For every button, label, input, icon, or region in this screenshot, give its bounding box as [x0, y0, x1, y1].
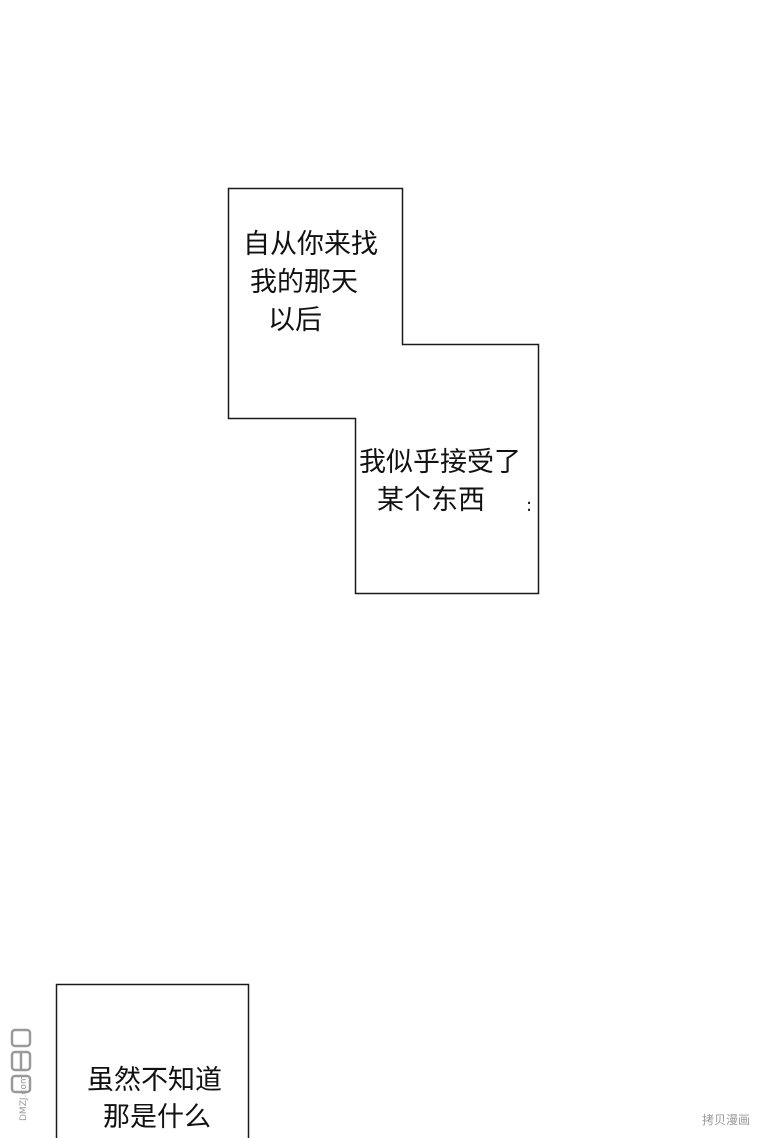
- caption-dots: :: [526, 495, 533, 516]
- caption-line-2: 我的那天: [250, 267, 358, 298]
- dmzj-watermark-logo: DMZJ.com: [10, 1028, 32, 1121]
- dmzj-watermark-text: DMZJ.com: [19, 1075, 29, 1121]
- caption-line-1: 自从你来找: [243, 229, 378, 260]
- caption-line-3: 以后: [268, 305, 322, 336]
- caption-line-5: 某个东西: [377, 485, 485, 516]
- caption-line-7: 那是什么: [103, 1102, 211, 1133]
- caption-line-6: 虽然不知道: [87, 1065, 222, 1096]
- corner-watermark: 拷贝漫画: [701, 1113, 750, 1127]
- caption-line-4: 我似乎接受了: [359, 447, 521, 478]
- stepped-caption-box: [227, 187, 540, 595]
- bottom-caption-box: [55, 983, 250, 1138]
